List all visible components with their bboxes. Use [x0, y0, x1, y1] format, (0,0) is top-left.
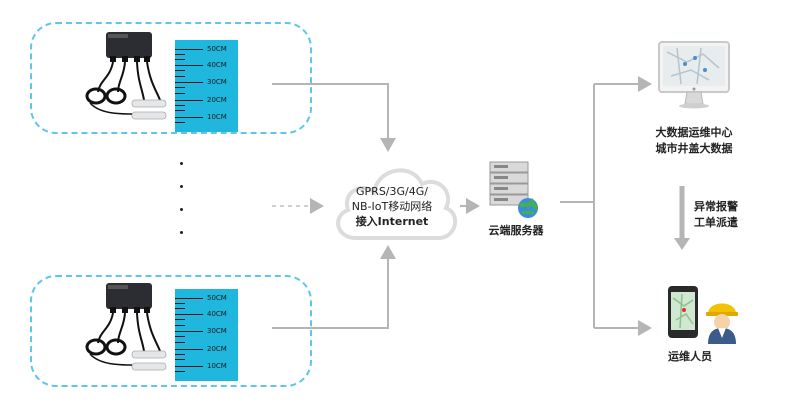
server-icon: [489, 161, 539, 218]
bottom-site-box: [30, 275, 312, 387]
gauge-label-50: 50CM: [207, 294, 227, 302]
gauge-label-50: 50CM: [207, 45, 227, 53]
ellipsis-dot: [180, 231, 183, 234]
worker-icon: [706, 303, 738, 344]
gauge-label-20: 20CM: [207, 96, 227, 104]
gauge-label-30: 30CM: [207, 78, 227, 86]
gauge-label-10: 10CM: [207, 362, 227, 370]
ellipsis-dot: [180, 208, 183, 211]
alarm-line-1: 异常报警: [694, 200, 738, 213]
sensor-device-icon: [85, 32, 167, 120]
alarm-line-2: 工单派遣: [694, 216, 738, 229]
phone-icon: [668, 286, 698, 338]
gauge-label-20: 20CM: [207, 345, 227, 353]
cloud-line-2: NB-IoT移动网络: [351, 200, 433, 213]
ellipsis-dot: [180, 162, 183, 165]
gauge-label-40: 40CM: [207, 61, 227, 69]
datacenter-line-1: 大数据运维中心: [655, 126, 733, 139]
ellipsis-dot: [180, 185, 183, 188]
gauge-label-40: 40CM: [207, 310, 227, 318]
gauge-label-30: 30CM: [207, 327, 227, 335]
sensor-device-icon: [85, 283, 167, 371]
top-water-gauge: 50CM 40CM 30CM 20CM 10CM: [175, 40, 238, 132]
cloud-line-3: 接入Internet: [355, 215, 429, 228]
top-site-box: [30, 22, 312, 134]
datacenter-line-2: 城市井盖大数据: [655, 142, 733, 155]
staff-label: 运维人员: [668, 350, 712, 363]
bottom-water-gauge: 50CM 40CM 30CM 20CM 10CM: [175, 289, 238, 381]
cloud-line-1: GPRS/3G/4G/: [356, 185, 428, 198]
cloud-icon: [336, 168, 458, 241]
gauge-label-10: 10CM: [207, 113, 227, 121]
monitor-icon: [658, 41, 730, 109]
cloud-label: GPRS/3G/4G/ NB-IoT移动网络 接入Internet: [337, 184, 447, 229]
server-label: 云端服务器: [488, 224, 544, 237]
